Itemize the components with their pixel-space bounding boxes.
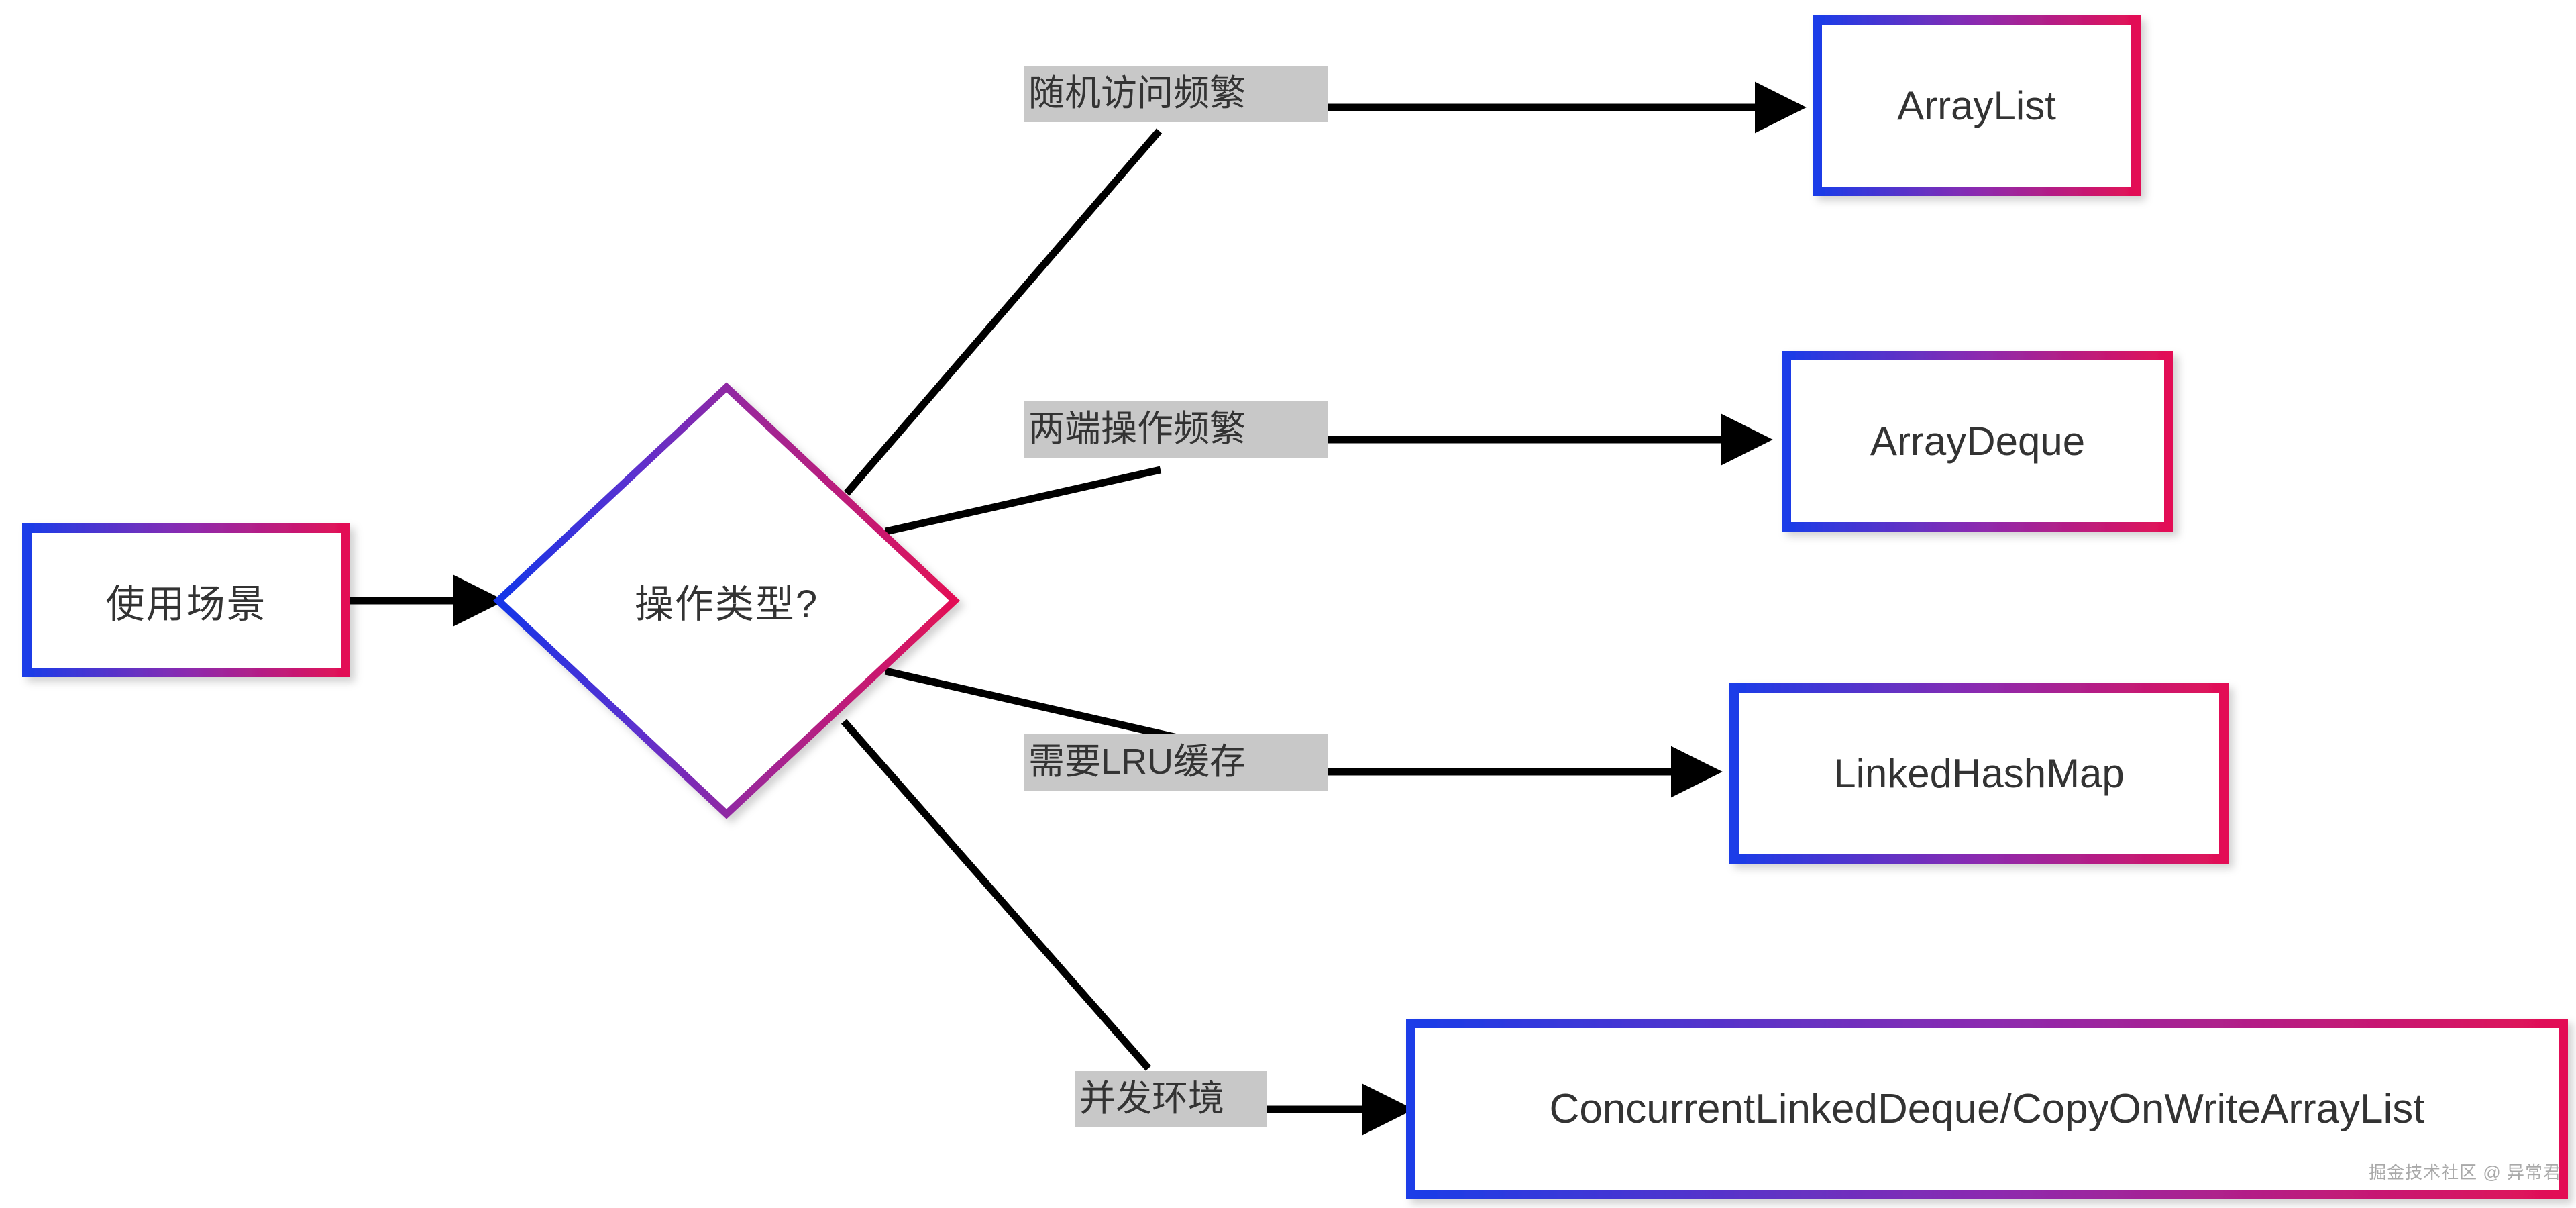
node-arraydeque-shape[interactable] — [1782, 351, 2174, 532]
node-arraydeque-label: ArrayDeque — [1786, 356, 2169, 527]
node-start-shape[interactable] — [22, 523, 350, 677]
edge-lines — [349, 81, 1807, 1136]
edge-label-random-access-text: 随机访问频繁 — [1028, 73, 1246, 113]
edge-decision-to-label-3 — [884, 667, 1187, 744]
node-shapes — [22, 15, 2568, 1199]
node-arraydeque-text: ArrayDeque — [1870, 419, 2086, 464]
watermark: 掘金技术社区 @ 异常君 — [2369, 1159, 2561, 1184]
watermark-text: 掘金技术社区 @ 异常君 — [2369, 1162, 2561, 1182]
node-linkedhashmap-shape[interactable] — [1729, 683, 2229, 864]
node-arraylist-label: ArrayList — [1817, 20, 2136, 191]
edge-label-both-ends-text: 两端操作频繁 — [1028, 409, 1246, 449]
node-concurrent-shape[interactable] — [1406, 1019, 2568, 1199]
edge-label-random-access: 随机访问频繁 — [1024, 66, 1328, 122]
node-arraylist-text: ArrayList — [1897, 83, 2056, 128]
node-linkedhashmap-label: LinkedHashMap — [1734, 688, 2224, 859]
edge-label-concurrency: 并发环境 — [1075, 1071, 1267, 1127]
edge-label-both-ends: 两端操作频繁 — [1024, 401, 1328, 458]
node-concurrent-text: ConcurrentLinkedDeque/CopyOnWriteArrayLi… — [1549, 1086, 2425, 1132]
node-start-label: 使用场景 — [27, 528, 345, 672]
edge-label-lru-cache: 需要LRU缓存 — [1024, 734, 1328, 791]
edge-decision-to-label-2 — [884, 466, 1162, 536]
node-arraylist-shape[interactable] — [1813, 15, 2141, 196]
node-start-text: 使用场景 — [105, 582, 267, 626]
node-linkedhashmap-text: LinkedHashMap — [1833, 751, 2125, 796]
edge-label-lru-cache-text: 需要LRU缓存 — [1028, 742, 1246, 782]
node-decision-text: 操作类型? — [634, 583, 819, 626]
node-concurrent-label: ConcurrentLinkedDeque/CopyOnWriteArrayLi… — [1411, 1023, 2563, 1195]
edge-label-concurrency-text: 并发环境 — [1079, 1078, 1224, 1119]
node-decision-label: 操作类型? — [566, 534, 888, 668]
node-decision-shape[interactable] — [492, 382, 961, 819]
